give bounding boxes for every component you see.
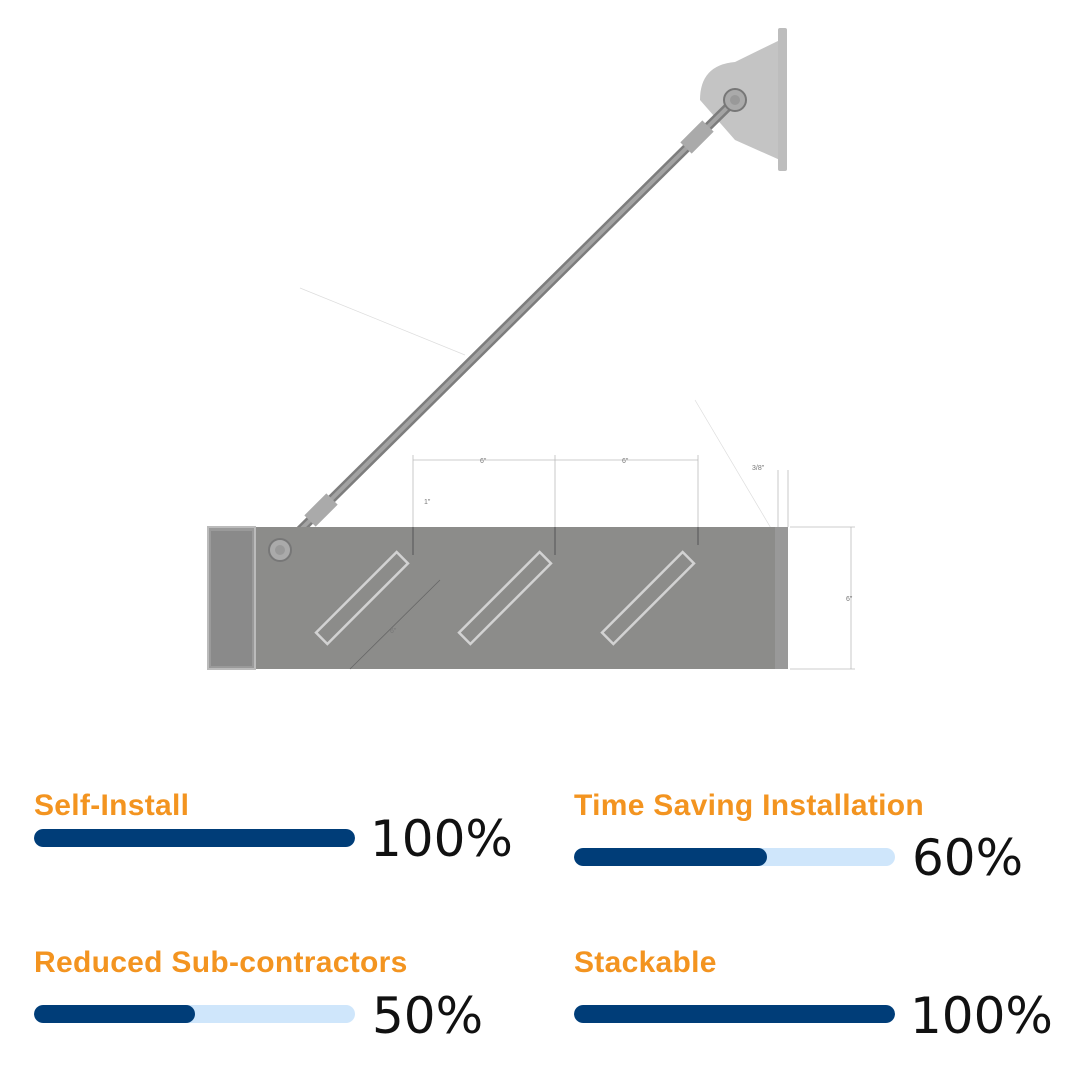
- dim-slot-length: 6": [390, 628, 397, 635]
- progress-fill: [574, 848, 767, 866]
- skill-label: Self-Install: [34, 789, 190, 822]
- skill-label: Stackable: [574, 946, 717, 979]
- skill-percent: 50%: [372, 987, 484, 1045]
- progress-bar: [34, 829, 355, 847]
- progress-fill: [34, 1005, 195, 1023]
- skill-percent: 60%: [912, 829, 1024, 887]
- skill-label: Reduced Sub-contractors: [34, 946, 408, 979]
- diagonal-strut: [276, 88, 747, 554]
- base-beam: [207, 526, 788, 670]
- brace-technical-drawing: 6" 6" 3/8" 1" 6" 6": [207, 28, 855, 670]
- dim-edge: 3/8": [752, 465, 765, 472]
- dim-spacing-2: 6": [622, 458, 629, 465]
- progress-fill: [574, 1005, 895, 1023]
- progress-bar: [34, 1005, 355, 1023]
- dim-angle-offset: 1": [424, 499, 431, 506]
- dim-height: 6": [846, 596, 853, 603]
- progress-fill: [34, 829, 355, 847]
- progress-bar: [574, 848, 895, 866]
- skill-percent: 100%: [370, 810, 513, 868]
- progress-bar: [574, 1005, 895, 1023]
- skill-label: Time Saving Installation: [574, 789, 925, 822]
- skill-percent: 100%: [910, 987, 1053, 1045]
- dimension-lines: [412, 455, 855, 670]
- dim-spacing-1: 6": [480, 458, 487, 465]
